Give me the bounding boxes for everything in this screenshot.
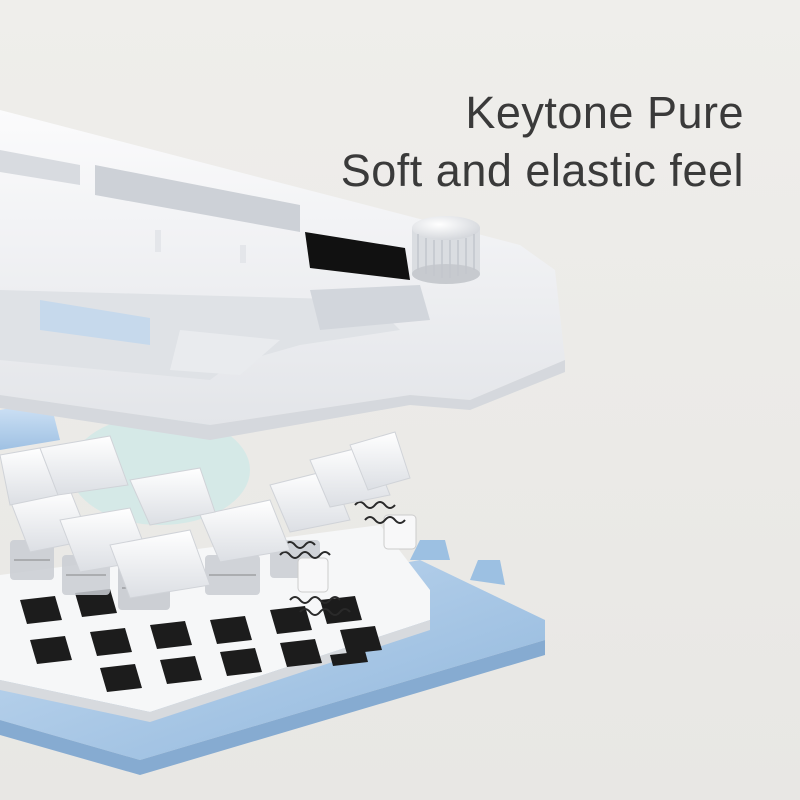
oled-screen [305, 232, 410, 280]
top-frame [0, 110, 565, 440]
headline-line-2: Soft and elastic feel [340, 145, 744, 196]
headline: Keytone Pure Soft and elastic feel [341, 84, 744, 200]
headline-line-1: Keytone Pure [465, 87, 744, 138]
knob [412, 216, 480, 284]
